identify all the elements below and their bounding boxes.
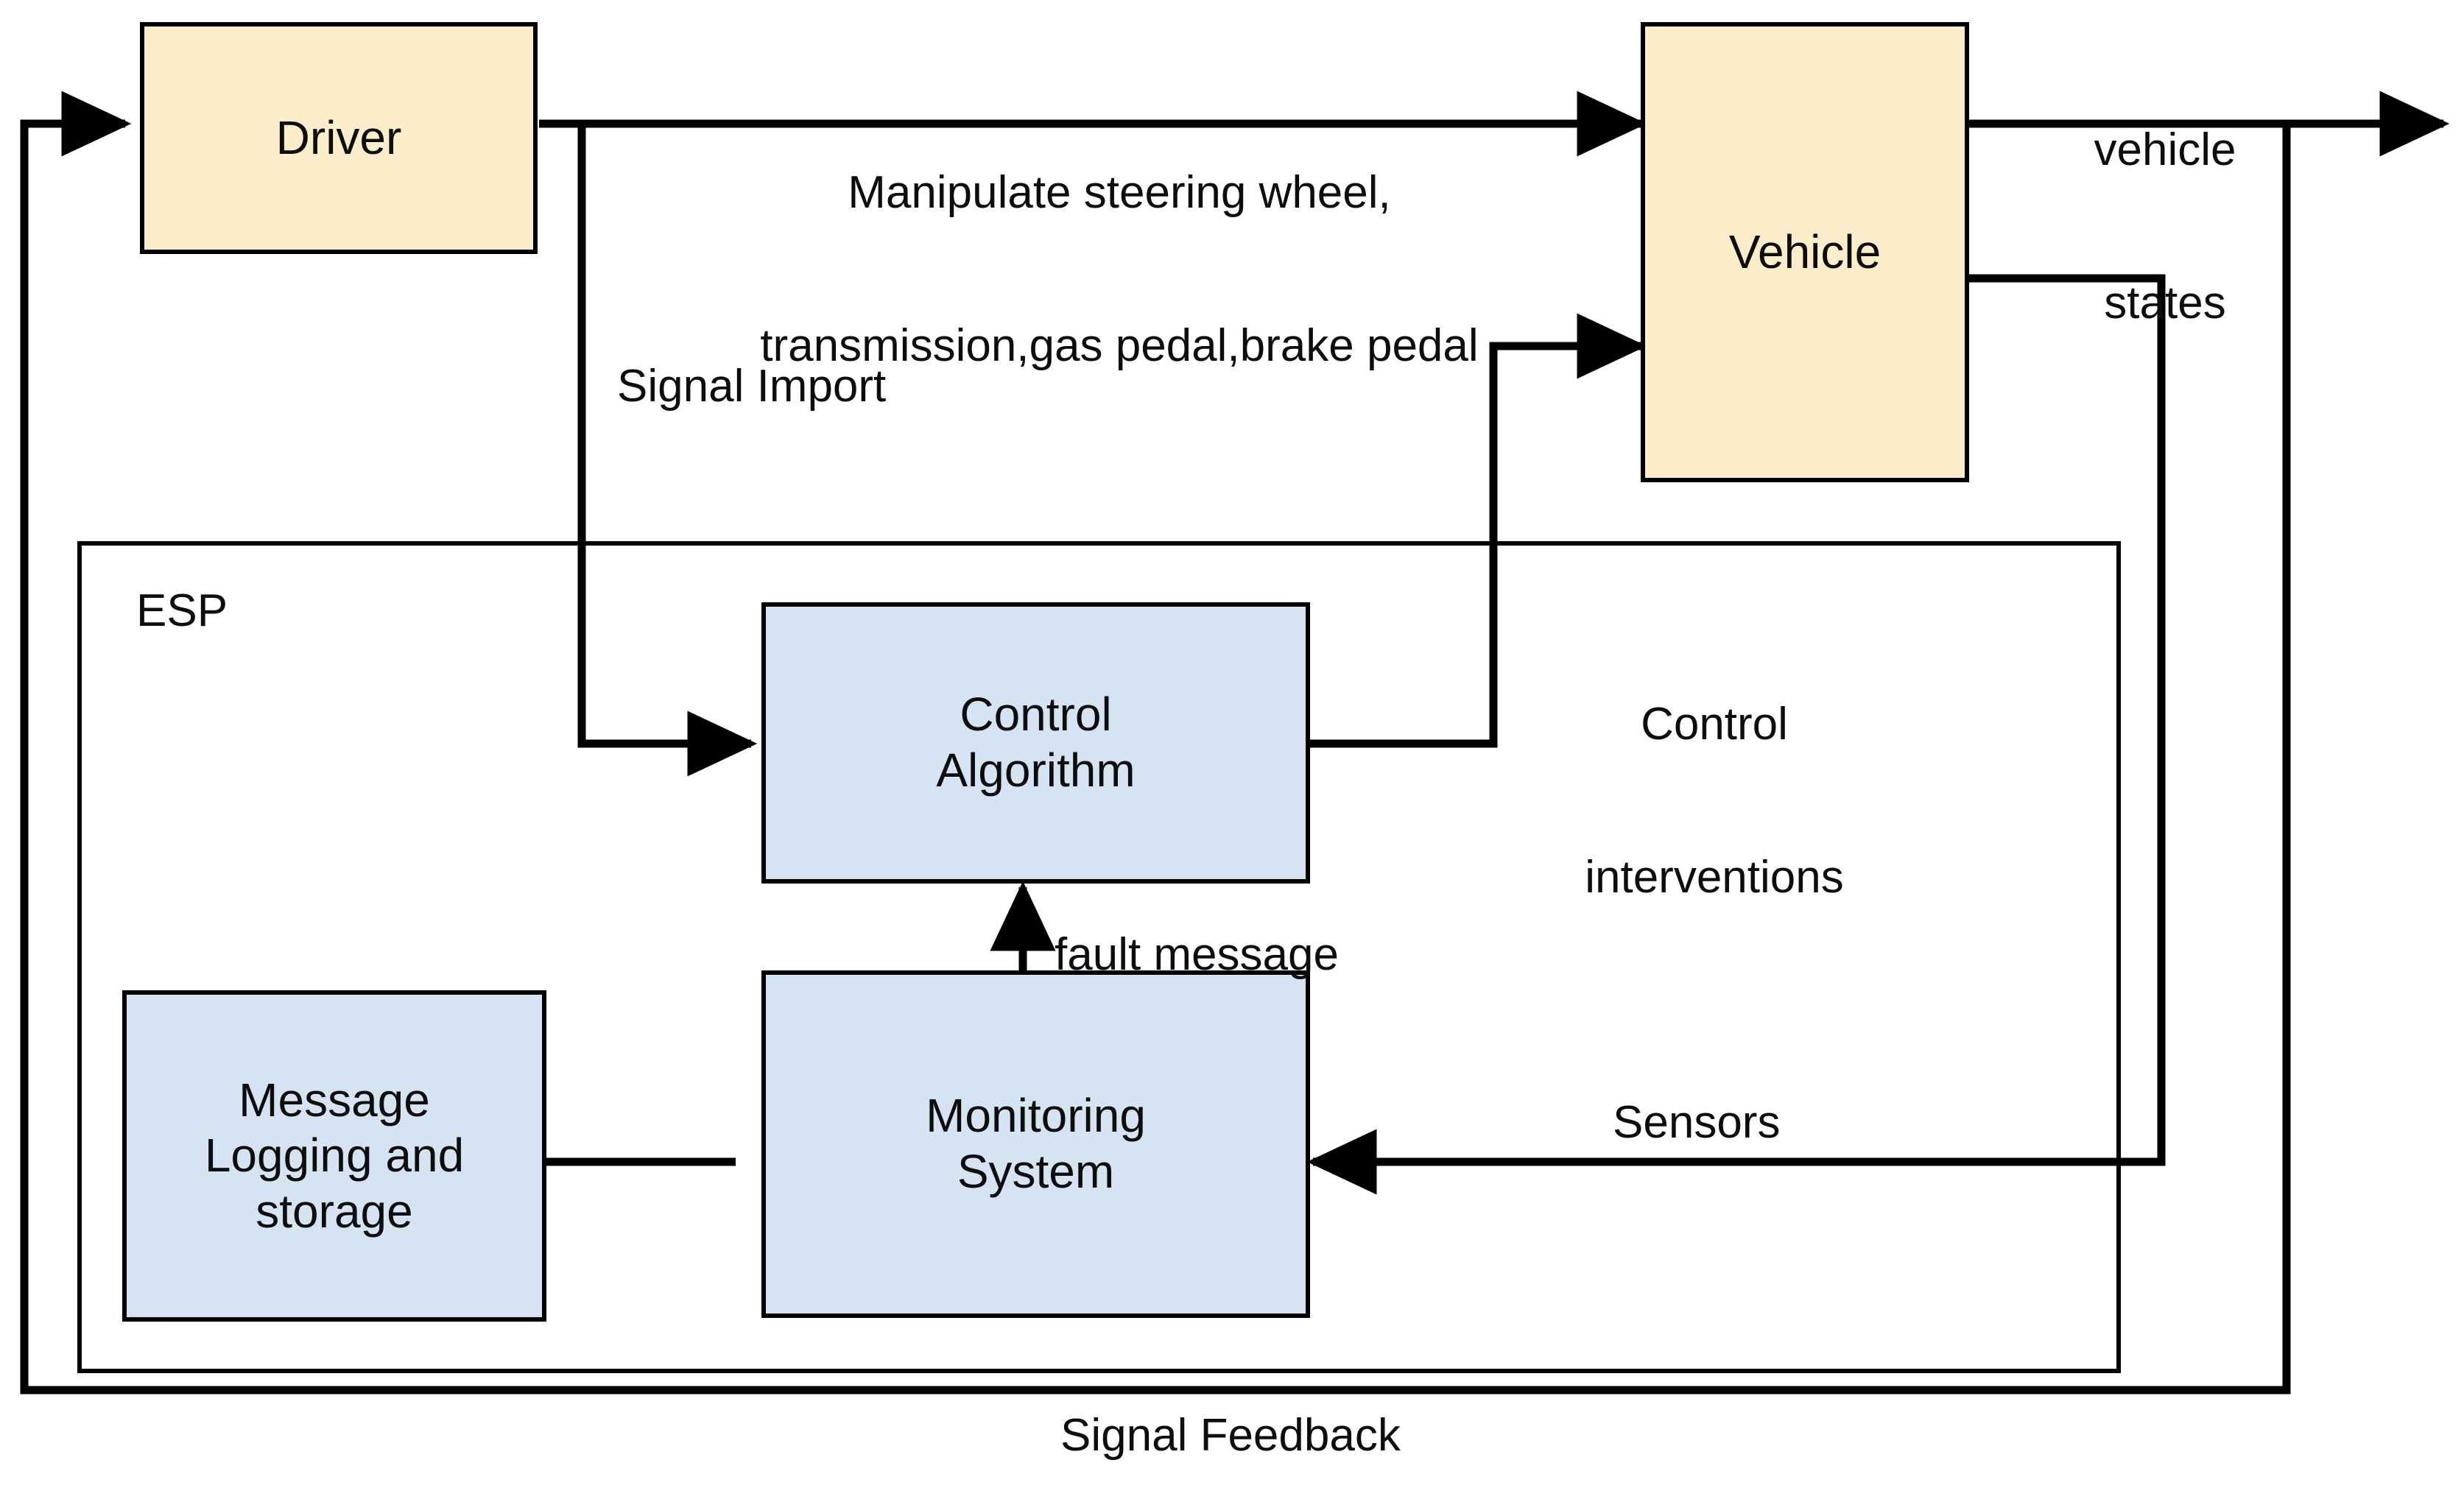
node-monitoring-system-label: Monitoring System — [926, 1088, 1146, 1199]
edge-sensors — [1306, 274, 2166, 1195]
node-message-logging[interactable]: Message Logging and storage — [122, 990, 546, 1322]
edge-label-vehicle-states: vehicle states — [2032, 22, 2298, 431]
node-control-algorithm[interactable]: Control Algorithm — [761, 602, 1310, 884]
edge-label-manipulate: Manipulate steering wheel, transmission,… — [596, 65, 1642, 474]
edge-signal-import — [577, 124, 758, 777]
node-driver[interactable]: Driver — [140, 22, 538, 254]
node-monitoring-system[interactable]: Monitoring System — [761, 970, 1310, 1318]
node-vehicle-label: Vehicle — [1728, 225, 1882, 278]
node-monitoring-system-line1: Monitoring — [926, 1089, 1146, 1143]
edge-label-signal-feedback: Signal Feedback — [1060, 1410, 1401, 1461]
node-vehicle[interactable]: Vehicle — [1641, 22, 1969, 482]
edge-label-sensors: Sensors — [1613, 1097, 1781, 1148]
edge-signal-feedback — [20, 91, 2291, 1395]
node-control-algorithm-line1: Control — [960, 688, 1112, 741]
edge-label-signal-import: Signal Import — [617, 361, 887, 412]
node-driver-label: Driver — [275, 110, 402, 164]
group-esp — [77, 541, 2121, 1373]
edge-label-control-interventions-line2: interventions — [1585, 852, 1844, 903]
node-message-logging-line1: Message — [239, 1073, 430, 1126]
edge-label-manipulate-line2: transmission,gas pedal,brake pedal — [760, 320, 1479, 372]
edge-label-manipulate-line1: Manipulate steering wheel, — [848, 166, 1391, 218]
node-control-algorithm-line2: Algorithm — [936, 744, 1136, 797]
edge-label-vehicle-states-line2: states — [2104, 278, 2226, 329]
group-esp-label: ESP — [136, 585, 228, 636]
edge-label-vehicle-states-line1: vehicle — [2094, 124, 2236, 175]
node-message-logging-line3: storage — [256, 1184, 413, 1238]
node-monitoring-system-line2: System — [957, 1145, 1115, 1198]
node-message-logging-label: Message Logging and storage — [205, 1073, 464, 1240]
node-message-logging-line2: Logging and — [204, 1129, 465, 1182]
edge-label-control-interventions: Control interventions — [1516, 596, 1913, 1006]
edge-label-fault-message: fault message — [1055, 929, 1339, 980]
edge-label-control-interventions-line1: Control — [1641, 698, 1788, 750]
node-control-algorithm-label: Control Algorithm — [936, 687, 1135, 798]
